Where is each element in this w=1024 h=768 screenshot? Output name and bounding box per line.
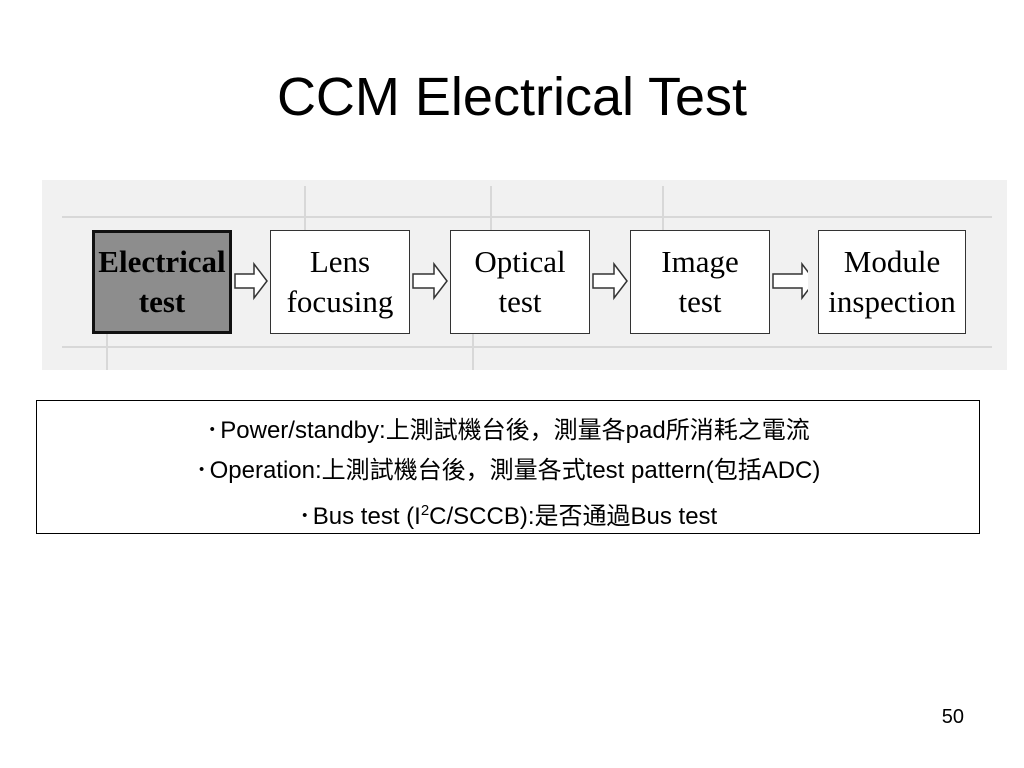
backdrop-line — [62, 216, 992, 218]
flow-step-label: Module inspection — [828, 244, 956, 319]
note-superscript: 2 — [420, 502, 430, 519]
backdrop-line — [106, 330, 108, 370]
process-flow-diagram: Electrical test Lens focusing Optical test… — [42, 180, 1007, 370]
flow-step-label: Image test — [661, 244, 739, 319]
note-text: C/SCCB):是否通過Bus test — [429, 503, 718, 530]
backdrop-line — [62, 346, 992, 348]
flow-step-3: Image test — [630, 230, 770, 334]
bullet-icon: ･ — [206, 417, 219, 444]
flow-arrow-shape — [592, 261, 628, 301]
flow-step-1: Lens focusing — [270, 230, 410, 334]
flow-step-label: Optical test — [474, 244, 566, 319]
backdrop-line — [662, 186, 664, 246]
flow-step-label: Lens focusing — [286, 244, 394, 319]
flow-arrow-icon — [412, 261, 448, 301]
flow-arrow-icon — [234, 261, 268, 301]
flow-arrow-shape — [234, 261, 268, 301]
note-text: Bus test (I — [312, 503, 421, 530]
slide-title: CCM Electrical Test — [276, 67, 748, 127]
flow-step-2: Optical test — [450, 230, 590, 334]
bullet-icon: ･ — [195, 457, 208, 484]
flow-arrow-shape — [772, 261, 808, 301]
note-bus-test: ･Bus test (I2C/SCCB):是否通過Bus test — [37, 491, 979, 537]
flow-step-4: Module inspection — [818, 230, 966, 334]
flow-arrow-icon — [772, 261, 808, 301]
note-operation: ･Operation:上測試機台後，測量各式test pattern(包括ADC… — [37, 451, 979, 491]
flow-arrow-shape — [412, 261, 448, 301]
backdrop-line — [304, 186, 306, 246]
flow-arrow-icon — [592, 261, 628, 301]
test-notes-box: ･Power/standby:上測試機台後，測量各pad所消耗之電流 ･Oper… — [36, 400, 980, 534]
note-power-standby: ･Power/standby:上測試機台後，測量各pad所消耗之電流 — [37, 411, 979, 451]
note-text: Power/standby:上測試機台後，測量各pad所消耗之電流 — [220, 417, 810, 444]
flow-step-label: Electrical test — [98, 244, 226, 319]
note-text: Operation:上測試機台後，測量各式test pattern(包括ADC) — [209, 457, 821, 484]
page-number: 50 — [941, 706, 964, 728]
backdrop-line — [472, 330, 474, 370]
backdrop-line — [490, 186, 492, 246]
flow-step-0: Electrical test — [92, 230, 232, 334]
bullet-icon: ･ — [298, 503, 311, 530]
